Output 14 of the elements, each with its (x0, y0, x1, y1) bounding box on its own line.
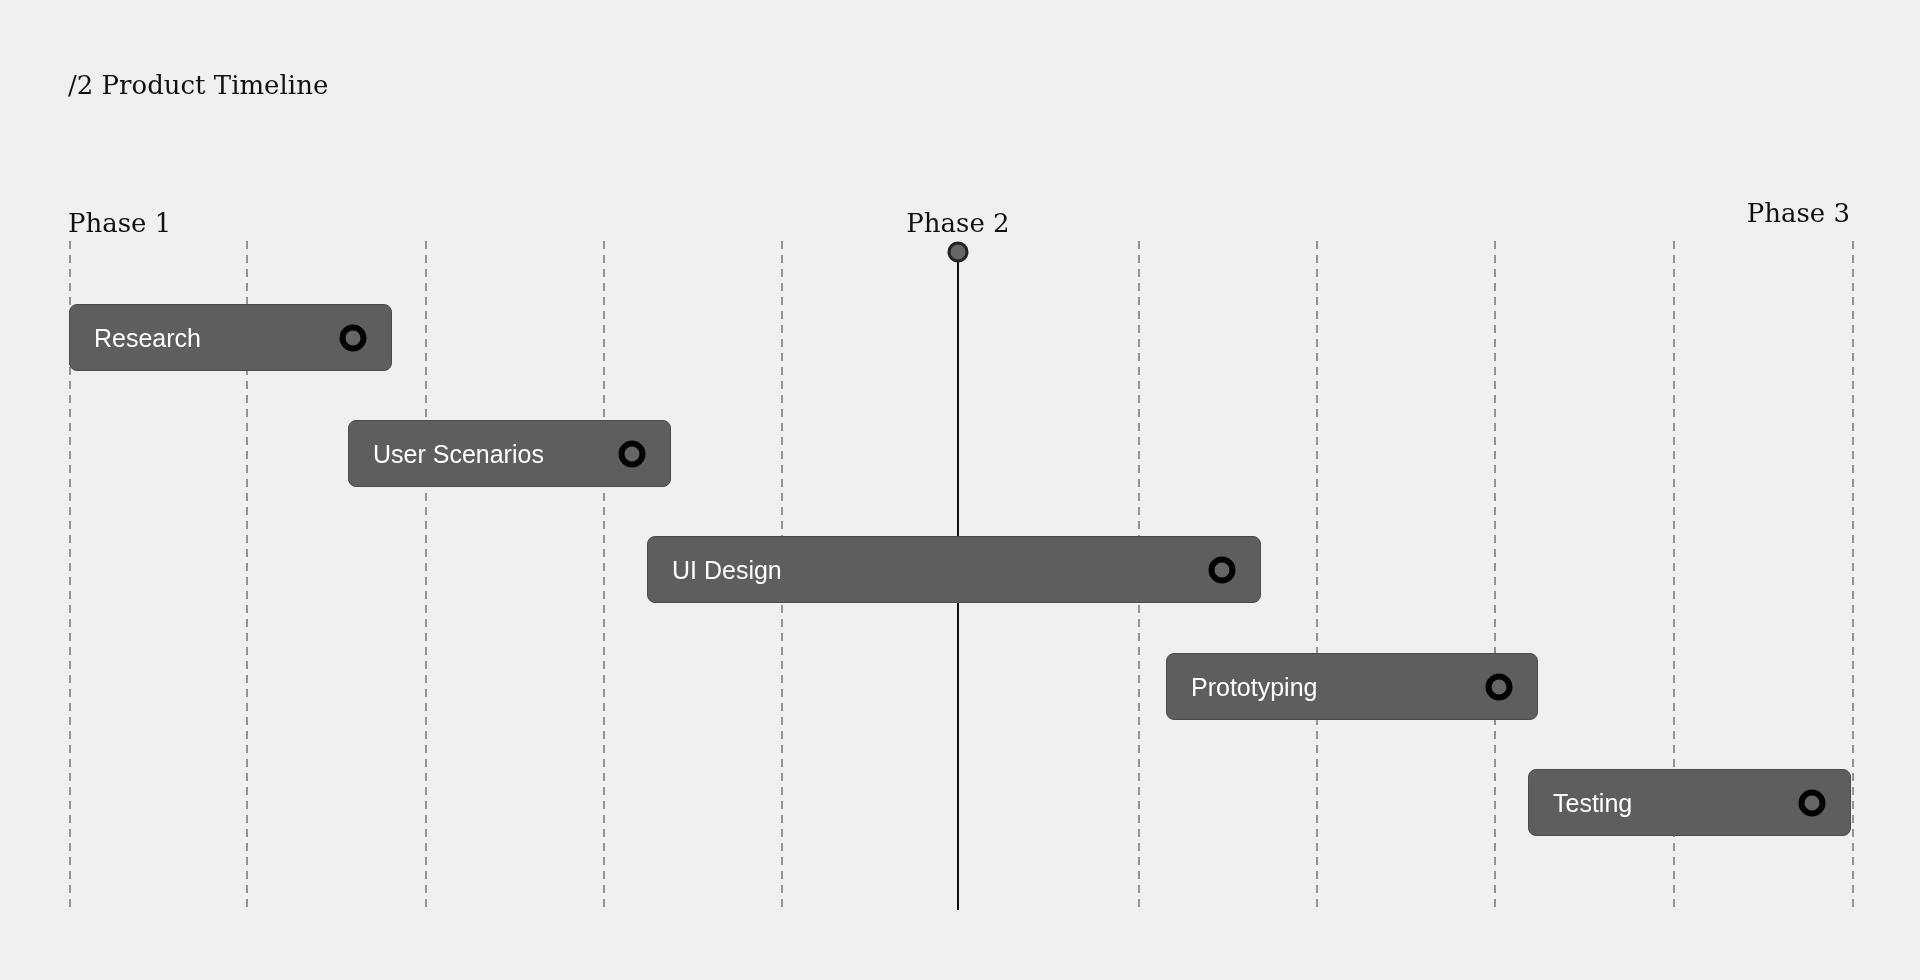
task-bar (348, 420, 671, 487)
task-label: User Scenarios (373, 439, 544, 468)
task-label: Research (94, 323, 201, 352)
phase-label: Phase 3 (1746, 198, 1850, 228)
title: /2 Product Timeline (68, 70, 329, 100)
task-label: Testing (1553, 788, 1633, 817)
task-bar (1166, 653, 1538, 720)
task-bar (1528, 769, 1851, 836)
task-bar (647, 536, 1261, 603)
task-label: UI Design (672, 555, 782, 584)
task-bar (69, 304, 392, 371)
phase-label: Phase 1 (68, 208, 172, 238)
task-label: Prototyping (1191, 672, 1318, 701)
phase-label: Phase 2 (906, 208, 1010, 238)
